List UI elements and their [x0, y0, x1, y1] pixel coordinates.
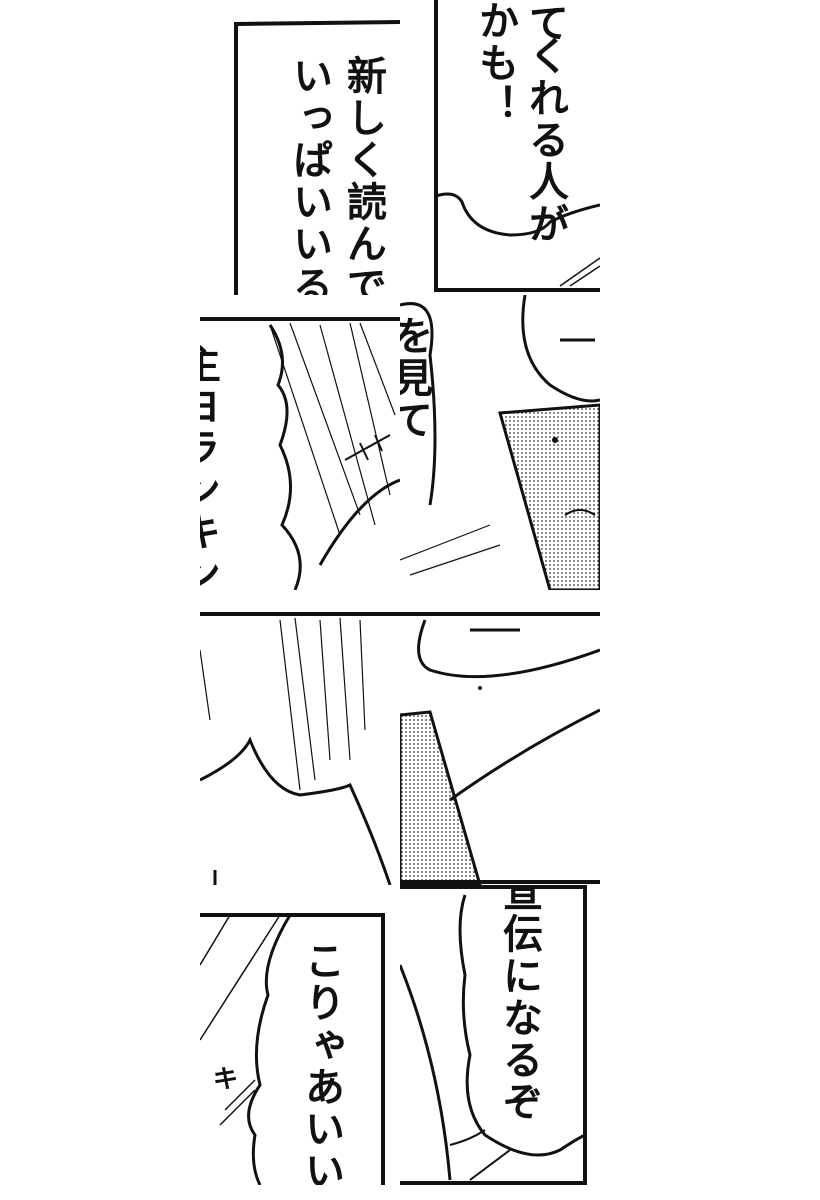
- manga-tile-lower-right: [400, 590, 600, 885]
- manga-tile-mid-left: 主ヨランキング: [200, 295, 400, 590]
- character-with-tablet-art: [400, 612, 600, 885]
- manga-tile-top-left: 新しく読んでく いっぱいいるか: [200, 0, 400, 295]
- dialogue-line: 見て: [522, 0, 568, 44]
- speech-bubble-frame: [400, 885, 587, 1185]
- manga-tile-top-right: 見て くれる人が かも！: [400, 0, 600, 295]
- character-with-tablet-art: [400, 295, 600, 590]
- dialogue-line: 主ヨランキング: [200, 343, 220, 590]
- dialogue-line: いっぱいいるか: [286, 55, 332, 295]
- dialogue-line: かも！: [472, 0, 518, 126]
- manga-tile-lower-left: [200, 590, 400, 885]
- speech-box-frame: [200, 913, 385, 1185]
- manga-tile-bottom-right: 宣伝になるぞ: [400, 885, 600, 1185]
- dialogue-line: くれる人が: [522, 35, 568, 245]
- speech-bubble-frame: [434, 0, 600, 292]
- dialogue-line: 宣伝になるぞ: [496, 885, 542, 1123]
- speech-box-frame: [234, 20, 400, 295]
- sound-effect: キ: [208, 1065, 238, 1093]
- manga-tile-bottom-left: キ こりゃあいい宣: [200, 885, 400, 1185]
- speed-lines-art: [200, 612, 400, 885]
- dialogue-line: を見て: [400, 315, 432, 441]
- dialogue-line: 新しく読んでく: [340, 55, 386, 295]
- speed-lines-art: [200, 317, 400, 590]
- dialogue-line: こりゃあいい宣: [298, 940, 344, 1185]
- manga-tile-mid-right: を見て: [400, 295, 600, 590]
